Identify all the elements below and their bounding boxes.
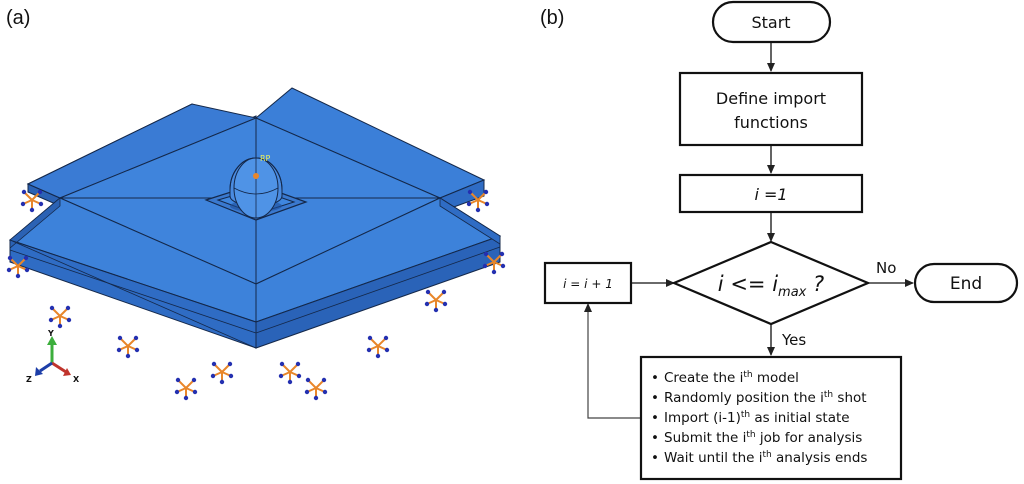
step-item: Wait until the ith analysis ends — [664, 450, 867, 466]
step-item: Create the ith model — [664, 370, 799, 386]
panel-a: (a) — [6, 7, 506, 401]
step-bullet: • — [651, 370, 659, 386]
step-item: Submit the ith job for analysis — [664, 430, 862, 446]
bc-symbol — [48, 305, 72, 329]
axis-triad: Y Z X — [26, 329, 80, 384]
step-bullet: • — [651, 430, 659, 446]
axis-z-label: Z — [26, 375, 32, 384]
projectile-sphere: RP — [229, 154, 283, 219]
bc-symbol — [6, 255, 30, 279]
bc-symbol — [466, 189, 490, 213]
no-label: No — [876, 259, 896, 277]
init-label: i =1 — [754, 185, 787, 204]
panel-b: (b) Start Define import functions i =1 — [540, 0, 1019, 481]
panel-b-label: (b) — [540, 7, 564, 29]
start-terminal: Start — [711, 0, 832, 44]
steps-box: • Create the ith model • Randomly position … — [639, 355, 903, 481]
step-bullet: • — [651, 390, 659, 406]
bc-symbol — [278, 361, 302, 385]
define-line-1: Define import — [716, 89, 826, 108]
bc-symbol — [366, 335, 390, 359]
bc-symbol — [304, 377, 328, 401]
step-bullet: • — [651, 410, 659, 426]
fe-model: RP Y Z X — [6, 87, 506, 401]
bc-symbol — [174, 377, 198, 401]
plate-front-right — [9, 197, 502, 349]
boundary-conditions — [6, 189, 506, 401]
end-terminal: End — [913, 262, 1019, 304]
yes-label: Yes — [781, 331, 806, 349]
step-item: Import (i-1)th as initial state — [664, 410, 850, 426]
bc-symbol — [20, 189, 44, 213]
step-item: Randomly position the ith shot — [664, 390, 867, 406]
flow-connectors — [584, 43, 914, 419]
end-label: End — [950, 274, 982, 294]
bc-symbol — [424, 289, 448, 313]
axis-y-label: Y — [47, 329, 54, 338]
increment-label: i = i + 1 — [563, 277, 613, 291]
step-bullet: • — [651, 450, 659, 466]
decision-diamond: i <= imax ? — [671, 240, 871, 326]
steps-list: • Create the ith model • Randomly position … — [651, 370, 867, 466]
rp-label: RP — [260, 154, 271, 163]
bc-symbol — [210, 361, 234, 385]
init-box: i =1 — [678, 173, 864, 214]
decision-label: i <= imax ? — [718, 272, 824, 300]
define-import-box: Define import functions — [678, 71, 864, 147]
define-line-2: functions — [734, 113, 808, 132]
increment-box: i = i + 1 — [543, 261, 633, 305]
panel-a-label: (a) — [6, 7, 30, 29]
bc-symbol — [116, 335, 140, 359]
arrow-steps-to-increment — [584, 303, 640, 419]
bc-symbol — [482, 251, 506, 275]
start-label: Start — [751, 13, 790, 32]
axis-x-label: X — [73, 375, 80, 384]
